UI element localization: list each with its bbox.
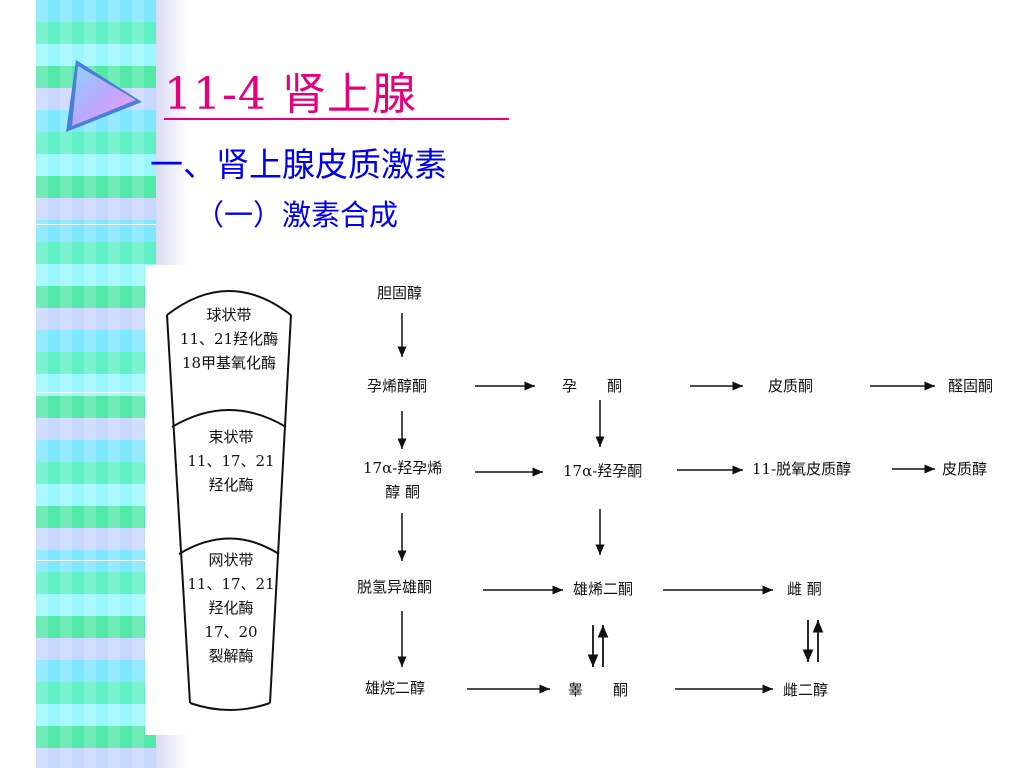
node-pregnenolone: 孕烯醇酮 — [367, 377, 428, 395]
strip-lines — [36, 0, 156, 768]
steroid-synthesis-figure: 球状带 11、21羟化酶 18甲基氧化酶 束状带 11、17、21 羟化酶 网状… — [145, 265, 1024, 735]
zone-glomerulosa: 球状带 11、21羟化酶 18甲基氧化酶 — [179, 306, 279, 372]
node-aldosterone: 醛固酮 — [948, 377, 994, 395]
node-cortisol: 皮质醇 — [942, 460, 988, 478]
node-testosterone: 睾 酮 — [568, 681, 629, 699]
node-dhea: 脱氢异雄酮 — [357, 578, 433, 596]
node-estrone: 雌 酮 — [787, 580, 822, 598]
slide-title: 11-4 肾上腺 — [164, 69, 417, 120]
node-progesterone: 孕 酮 — [562, 377, 623, 395]
pathway-arrows — [166, 290, 935, 711]
node-androstanediol: 雄烷二醇 — [365, 679, 426, 697]
node-deoxycortisol: 11-脱氧皮质醇 — [752, 460, 852, 478]
cortex-zone-outline — [166, 290, 292, 711]
title-underline — [164, 118, 509, 120]
node-hydroxypregnenolone: 17α-羟孕烯 醇 酮 — [363, 459, 443, 501]
zone-fasciculata: 束状带 11、17、21 羟化酶 — [187, 428, 275, 494]
zone-reticularis: 网状带 11、17、21 羟化酶 17、20 裂解酶 — [187, 551, 275, 665]
subsection-heading: （一）激素合成 — [195, 198, 399, 232]
node-estradiol: 雌二醇 — [783, 681, 829, 699]
node-cholesterol: 胆固醇 — [377, 284, 423, 302]
section-heading: 一、肾上腺皮质激素 — [150, 145, 447, 184]
node-androstenedione: 雄烯二酮 — [573, 580, 634, 598]
triangle-arrow-icon — [66, 60, 142, 132]
decorative-strip — [36, 0, 156, 768]
node-hydroxyprogesterone: 17α-羟孕酮 — [563, 462, 643, 480]
node-corticosterone: 皮质酮 — [768, 377, 814, 395]
